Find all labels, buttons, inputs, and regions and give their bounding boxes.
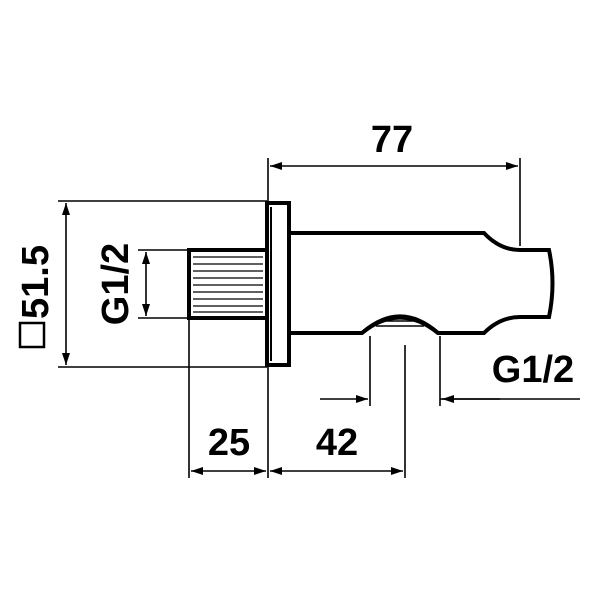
body-outline <box>289 231 555 335</box>
outlet-connector <box>360 315 440 335</box>
wall-flange <box>265 201 291 367</box>
square-symbol-icon <box>18 321 46 349</box>
dim-label-77: 77 <box>371 119 413 161</box>
dim-label-51-5: 51.5 <box>15 245 57 319</box>
dim-label-g12-left: G1/2 <box>95 243 137 325</box>
extension-lines <box>58 158 580 478</box>
dimension-lines <box>62 162 518 475</box>
dim-label-25: 25 <box>208 422 250 464</box>
dim-label-flange-group: 51.5 <box>15 245 57 349</box>
thread-hatching <box>193 256 263 313</box>
dim-label-g12-outlet: G1/2 <box>492 349 574 391</box>
dim-label-42: 42 <box>316 422 358 464</box>
threaded-inlet <box>187 248 269 320</box>
part-outline <box>187 201 555 367</box>
